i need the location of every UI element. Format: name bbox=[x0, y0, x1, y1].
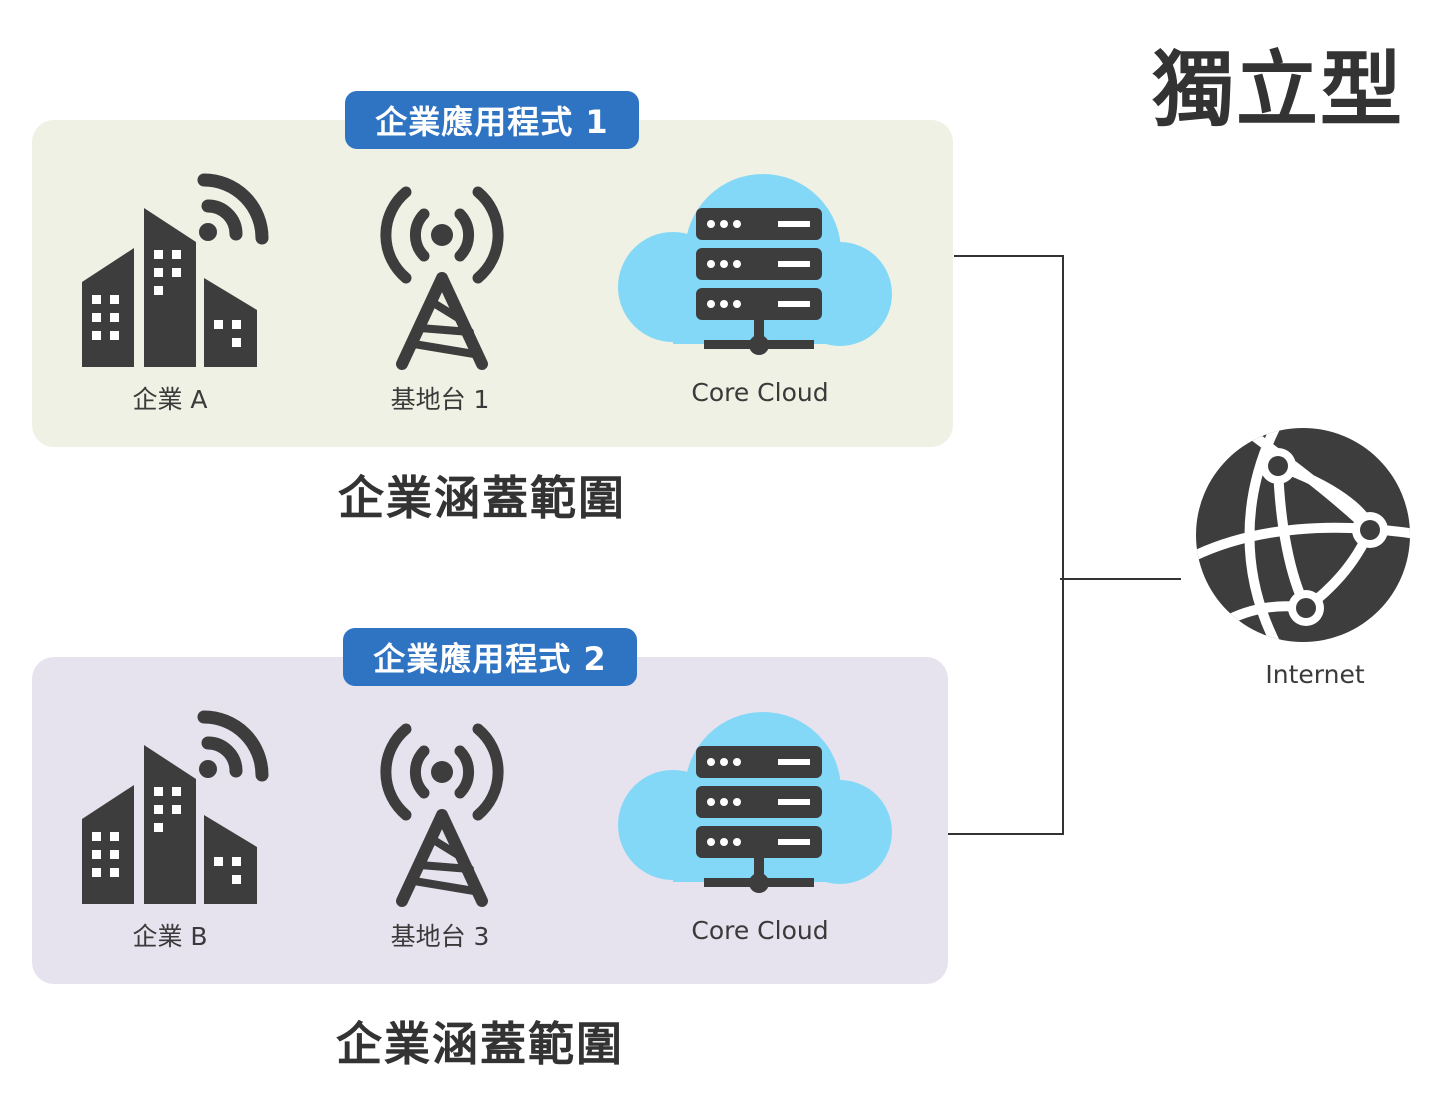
page-title: 獨立型 bbox=[1151, 43, 1404, 138]
cloud-server-icon bbox=[618, 174, 892, 355]
globe-network-icon bbox=[1196, 428, 1410, 642]
enterprise-label-1: 企業 A bbox=[132, 385, 208, 414]
station-label-1: 基地台 1 bbox=[390, 385, 490, 414]
building-wifi-icon bbox=[82, 710, 269, 904]
cell-tower-icon bbox=[380, 186, 504, 370]
coverage-label-1: 企業涵蓋範圍 bbox=[338, 471, 626, 525]
enterprise-app-badge-1: 企業應用程式 1 bbox=[345, 91, 639, 149]
enterprise-label-2: 企業 B bbox=[132, 922, 208, 951]
station-label-2: 基地台 3 bbox=[390, 922, 490, 951]
cloud-label-1: Core Cloud bbox=[691, 378, 829, 407]
enterprise-app-badge-2: 企業應用程式 2 bbox=[343, 628, 637, 686]
cloud-server-icon bbox=[618, 712, 892, 893]
cloud-label-2: Core Cloud bbox=[691, 916, 829, 945]
building-wifi-icon bbox=[82, 173, 269, 367]
cell-tower-icon bbox=[380, 723, 504, 907]
internet-label: Internet bbox=[1265, 660, 1365, 689]
coverage-label-2: 企業涵蓋範圍 bbox=[336, 1017, 624, 1071]
